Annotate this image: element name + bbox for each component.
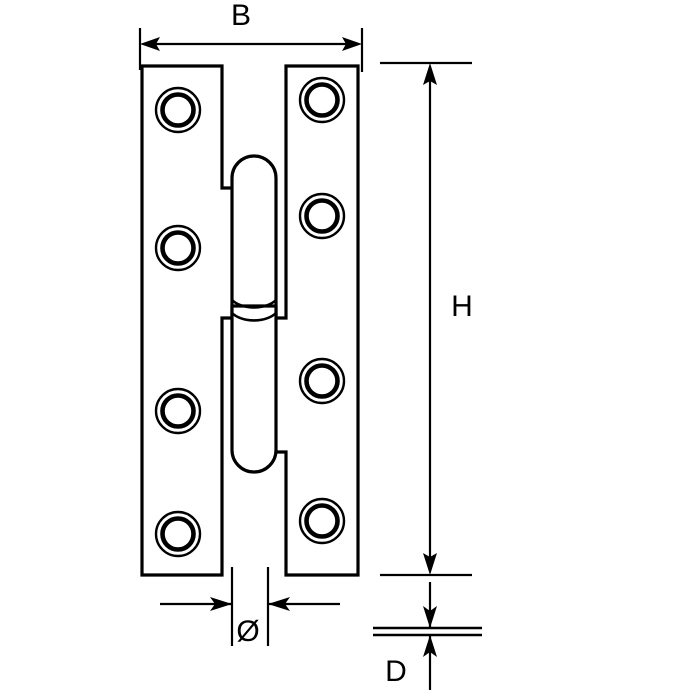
screw-hole [154,86,202,134]
left-leaf-screw-holes [154,86,202,558]
arrowhead-bottom [423,635,437,657]
arrowhead-top [423,606,437,628]
screw-hole [154,387,202,435]
right-leaf [270,64,360,577]
dimension-label-D: D [385,655,407,688]
arrowhead-left [210,597,232,611]
dimension-label-diameter: Ø [236,615,259,648]
arrowhead-top [423,63,437,85]
dimension-label-H: H [451,290,473,323]
screw-hole [298,497,346,545]
arrowhead-right [342,37,362,51]
knuckle-lower [230,304,278,474]
knuckle-seam-lower [231,312,277,322]
screw-hole [154,510,202,558]
screw-hole [298,357,346,405]
left-leaf [140,64,238,577]
screw-hole [154,224,202,272]
knuckle-seam-upper [231,299,277,309]
knuckle-upper [230,154,278,320]
screw-hole [298,76,346,124]
dimension-diameter: Ø [160,567,340,648]
dimension-width-B: B [138,0,364,72]
screw-hole [298,192,346,240]
dimension-label-B: B [231,0,251,32]
dimension-height-H: H [380,61,473,577]
right-leaf-screw-holes [298,76,346,545]
arrowhead-left [140,37,160,51]
dimension-thickness-D: D [373,582,482,690]
arrowhead-bottom [423,553,437,575]
arrowhead-right [268,597,290,611]
